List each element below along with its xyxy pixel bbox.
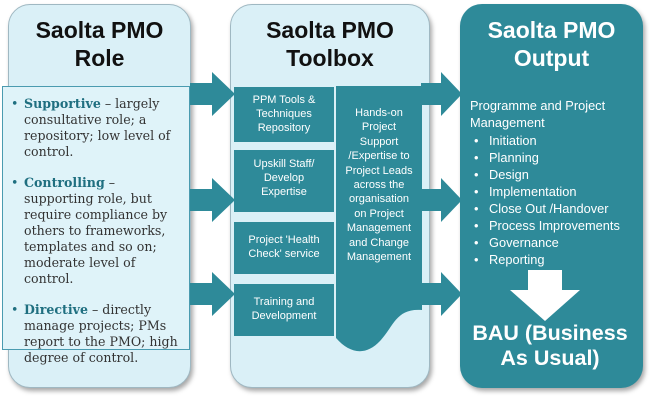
tool-ppm-repository: PPM Tools & Techniques Repository	[234, 87, 334, 142]
output-list: Initiation Planning Design Implementatio…	[470, 132, 640, 268]
arrow-role-to-toolbox-2	[190, 178, 235, 222]
output-item: Implementation	[470, 183, 640, 200]
arrow-toolbox-to-output-2	[421, 178, 462, 222]
role-item-supportive: Supportive – largely consultative role; …	[11, 96, 187, 160]
down-arrow-icon	[510, 270, 580, 321]
role-item-controlling: Controlling – supporting role, but requi…	[11, 175, 187, 287]
output-item: Governance	[470, 234, 640, 251]
output-item: Process Improvements	[470, 217, 640, 234]
support-banner	[336, 86, 422, 352]
output-content: Programme and Project Management Initiat…	[470, 97, 640, 268]
arrow-toolbox-to-output-3	[421, 272, 462, 316]
arrow-role-to-toolbox-1	[190, 72, 235, 116]
bau-result: BAU (Business As Usual)	[472, 321, 628, 370]
toolbox-title: Saolta PMO Toolbox	[266, 17, 394, 71]
role-title: Saolta PMO Role	[35, 17, 164, 71]
tool-health-check: Project 'Health Check' service	[234, 222, 334, 274]
role-item-directive: Directive – directly manage projects; PM…	[11, 302, 187, 366]
output-title: Saolta PMO Output	[487, 17, 616, 71]
tool-training-development: Training and Development	[234, 284, 334, 336]
arrow-toolbox-to-output-1	[421, 72, 462, 116]
tool-upskill-staff: Upskill Staff/ Develop Expertise	[234, 150, 334, 212]
output-item: Initiation	[470, 132, 640, 149]
output-item: Planning	[470, 149, 640, 166]
output-item: Design	[470, 166, 640, 183]
support-text: Hands-on Project Support /Expertise to P…	[345, 107, 413, 264]
arrow-role-to-toolbox-3	[190, 272, 235, 316]
output-item: Reporting	[470, 251, 640, 268]
role-description-box: Supportive – largely consultative role; …	[2, 86, 190, 365]
output-intro: Programme and Project Management	[470, 98, 606, 130]
role-list: Supportive – largely consultative role; …	[11, 96, 187, 381]
output-item: Close Out /Handover	[470, 200, 640, 217]
